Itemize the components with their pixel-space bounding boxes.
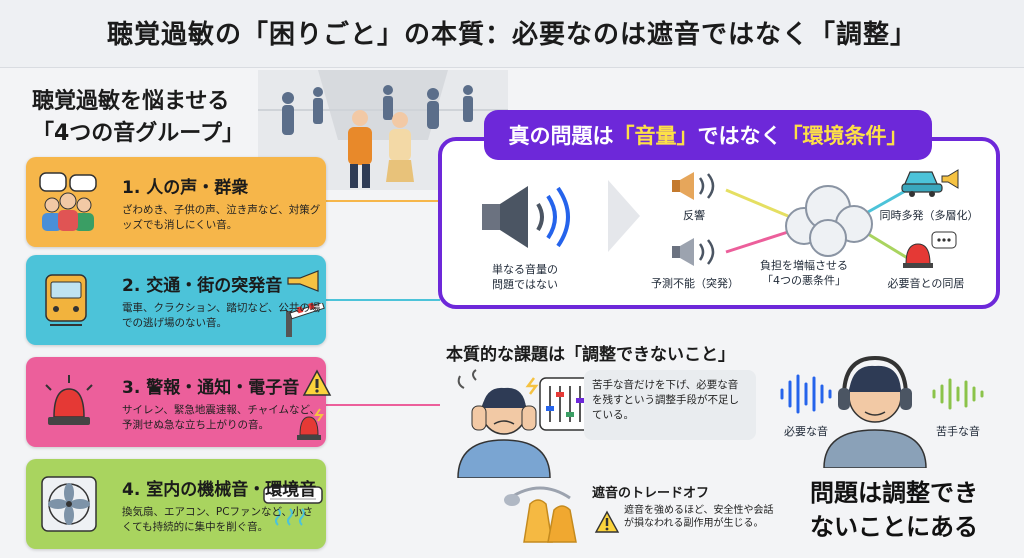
sound-groups-heading: 聴覚過敏を悩ませる 「4つの音グループ」: [32, 86, 302, 150]
conclusion-line-2: ないことにある: [810, 513, 978, 541]
burden-label: 負担を増幅させる 「4つの悪条件」: [744, 258, 864, 288]
group-title: 4. 室内の機械音・環境音: [122, 480, 317, 500]
simultaneous-label: 同時多発（多層化）: [879, 209, 979, 222]
group-description: ざわめき、子供の声、泣き声など、対策グッズでも消しにくい音。: [122, 204, 321, 231]
horn-icon: [287, 270, 319, 292]
chevron-right-icon: [608, 180, 640, 252]
warning-icon: [302, 369, 332, 396]
unpredictable-label: 予測不能（突発）: [651, 277, 739, 290]
banner-text-middle: ではなく: [697, 124, 782, 148]
siren-icon: [45, 375, 93, 425]
needed-sound-label: 必要な音: [784, 425, 828, 438]
connector-line: [326, 404, 440, 406]
headphone-person-illustration: [823, 355, 927, 468]
conclusion-line-1: 問題は調整でき: [810, 479, 978, 507]
group-title: 1. 人の声・群衆: [122, 178, 249, 198]
alarm-speech-icon: [903, 231, 957, 268]
group-description: サイレン、緊急地震速報、チャイムなど、予測せぬ急な立ち上がりの音。: [122, 404, 321, 431]
connector-line: [326, 200, 440, 202]
page-title: 聴覚過敏の「困りごと」の本質：必要なのは遮音ではなく「調整」: [106, 20, 917, 50]
group-card-alerts: 3. 警報・通知・電子音 サイレン、緊急地震速報、チャイムなど、予測せぬ急な立ち…: [26, 357, 332, 447]
alarm-light-icon: [297, 408, 324, 440]
connector-line: [326, 299, 440, 301]
banner-highlight-environment: 「環境条件」: [781, 124, 908, 148]
coexist-label: 必要音との同居: [887, 277, 965, 290]
essence-heading: 本質的な課題は「調整できないこと」: [446, 345, 735, 365]
conclusion-text: 問題は調整でき ないことにある: [786, 476, 1002, 544]
tradeoff-title: 遮音のトレードオフ: [592, 486, 710, 501]
banner-highlight-volume: 「音量」: [613, 124, 698, 148]
group-description: 換気扇、エアコン、PCファンなど、小さくても持続的に集中を削ぐ音。: [122, 506, 314, 533]
group-title: 3. 警報・通知・電子音: [122, 378, 300, 398]
group-card-machines: 4. 室内の機械音・環境音 換気扇、エアコン、PCファンなど、小さくても持続的に…: [26, 459, 326, 549]
group-description: 電車、クラクション、踏切など、公共の場での逃げ場のない音。: [122, 302, 321, 329]
railroad-crossing-icon: [286, 303, 325, 337]
ventilation-fan-icon: [41, 476, 97, 532]
car-horn-icon: [901, 169, 959, 197]
core-problem-banner: 真の問題は 「音量」 ではなく 「環境条件」: [484, 110, 932, 160]
tradeoff-description: 遮音を強めるほど、安全性や会話が損なわれる副作用が生じる。: [624, 505, 774, 529]
crowd-speech-icon: [39, 172, 97, 231]
group-card-traffic: 2. 交通・街の突発音 電車、クラクション、踏切など、公共の場での逃げ場のない音…: [26, 255, 326, 345]
not-volume-line-2: 問題ではない: [492, 278, 558, 291]
disliked-sound-label: 苦手な音: [936, 425, 980, 438]
group-card-voices: 1. 人の声・群衆 ざわめき、子供の声、泣き声など、対策グッズでも消しにくい音。: [26, 157, 326, 247]
train-icon: [45, 274, 87, 326]
speaker-icon: [482, 186, 570, 248]
sudden-speaker-icon: [672, 238, 715, 266]
not-volume-line-1: 単なる音量の: [492, 263, 558, 276]
distressed-person-illustration: [457, 369, 551, 478]
earplugs-icon: [504, 486, 577, 543]
disliked-sound-wave-icon: [932, 378, 984, 410]
heading-line-2: 「4つの音グループ」: [32, 121, 244, 146]
core-problem-panel: [438, 137, 1000, 309]
burden-line-2: 「4つの悪条件」: [762, 274, 846, 287]
needed-sound-wave-icon: [780, 374, 832, 414]
reverb-label: 反響: [683, 209, 705, 222]
reverb-speaker-icon: [672, 172, 715, 200]
air-conditioner-icon: [263, 486, 323, 526]
not-volume-label: 単なる音量の 問題ではない: [470, 262, 580, 292]
group-title: 2. 交通・街の突発音: [122, 276, 283, 296]
burden-cloud-graphic: [725, 184, 915, 264]
title-bar: [0, 0, 1024, 68]
warning-icon: [594, 510, 620, 533]
banner-text-start: 真の問題は: [508, 124, 614, 148]
heading-line-1: 聴覚過敏を悩ませる: [32, 89, 230, 114]
adjust-note-bubble: 苦手な音だけを下げ、必要な音を残すという調整手段が不足している。: [584, 370, 756, 440]
burden-line-1: 負担を増幅させる: [760, 259, 848, 272]
